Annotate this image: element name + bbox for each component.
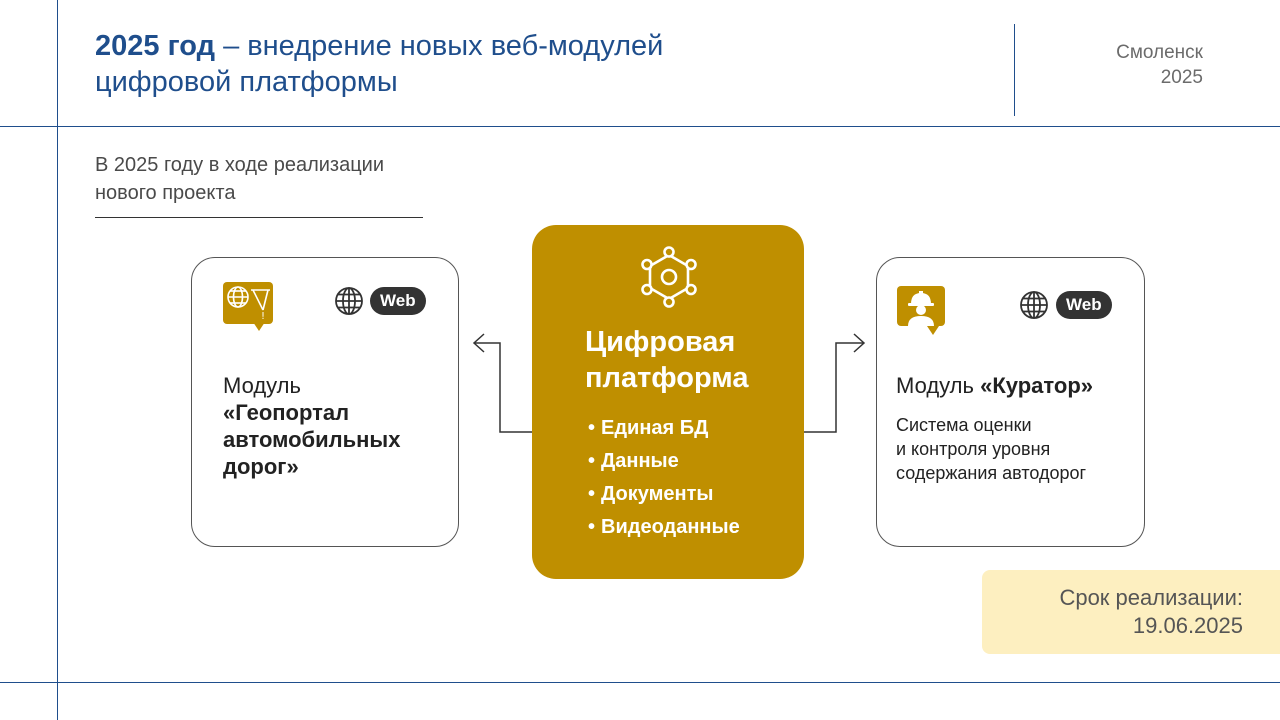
module-curator-description: Система оценки и контроля уровня содержа… — [896, 413, 1086, 485]
header-year: 2025 — [1160, 67, 1203, 88]
frame-line-left — [57, 0, 58, 720]
desc-line3: содержания автодорог — [896, 463, 1087, 483]
platform-title: Цифровая платформа — [585, 324, 749, 396]
globe-icon — [1020, 291, 1048, 319]
geoportal-icon: ! — [223, 282, 273, 331]
arrow-left-head — [472, 333, 485, 353]
module-name: «Куратор» — [980, 373, 1093, 398]
desc-line1: Система оценки — [896, 415, 1032, 435]
header-divider — [1014, 24, 1015, 116]
list-item: Видеоданные — [588, 512, 740, 545]
list-item: Данные — [588, 446, 740, 479]
module-prefix: Модуль — [896, 373, 974, 398]
intro-line2: нового проекта — [95, 182, 236, 204]
desc-line2: и контроля уровня — [896, 439, 1051, 459]
module-name-line2: автомобильных — [223, 427, 401, 452]
arrow-right — [804, 342, 864, 433]
module-prefix: Модуль — [223, 373, 301, 398]
module-geoportal-title: Модуль «Геопортал автомобильных дорог» — [223, 372, 400, 480]
web-badge: Web — [1056, 291, 1112, 319]
title-text: – внедрение новых веб-модулей — [215, 30, 664, 62]
platform-title-line2: платформа — [585, 362, 749, 394]
network-hub-icon — [641, 246, 697, 308]
svg-text:!: ! — [261, 311, 265, 322]
module-curator-title: Модуль «Куратор» — [896, 372, 1093, 399]
platform-title-line1: Цифровая — [585, 326, 736, 358]
list-item: Единая БД — [588, 413, 740, 446]
frame-line-top — [0, 126, 1280, 127]
worker-helmet-icon — [897, 286, 945, 335]
arrow-right-head — [853, 333, 866, 353]
title-year: 2025 год — [95, 30, 216, 62]
deadline-box: Срок реализации: 19.06.2025 — [982, 570, 1280, 654]
arrow-left — [474, 342, 532, 433]
intro-line1: В 2025 году в ходе реализации — [95, 154, 385, 176]
globe-icon — [335, 287, 363, 315]
intro-underline — [95, 217, 423, 218]
deadline-label: Срок реализации: — [1059, 585, 1243, 610]
intro-text: В 2025 году в ходе реализации нового про… — [95, 151, 425, 207]
module-name-line1: «Геопортал — [223, 400, 350, 425]
title-line2: цифровой платформы — [95, 66, 398, 98]
list-item: Документы — [588, 479, 740, 512]
page-title: 2025 год – внедрение новых веб-модулей ц… — [95, 28, 663, 100]
frame-line-bottom — [0, 682, 1280, 683]
deadline-text: Срок реализации: 19.06.2025 — [1059, 584, 1243, 640]
web-badge: Web — [370, 287, 426, 315]
city-name: Смоленск — [1116, 42, 1203, 63]
module-name-line3: дорог» — [223, 454, 299, 479]
deadline-date: 19.06.2025 — [1132, 613, 1243, 638]
platform-features-list: Единая БД Данные Документы Видеоданные — [588, 413, 740, 545]
header-location: Смоленск 2025 — [1116, 40, 1203, 90]
